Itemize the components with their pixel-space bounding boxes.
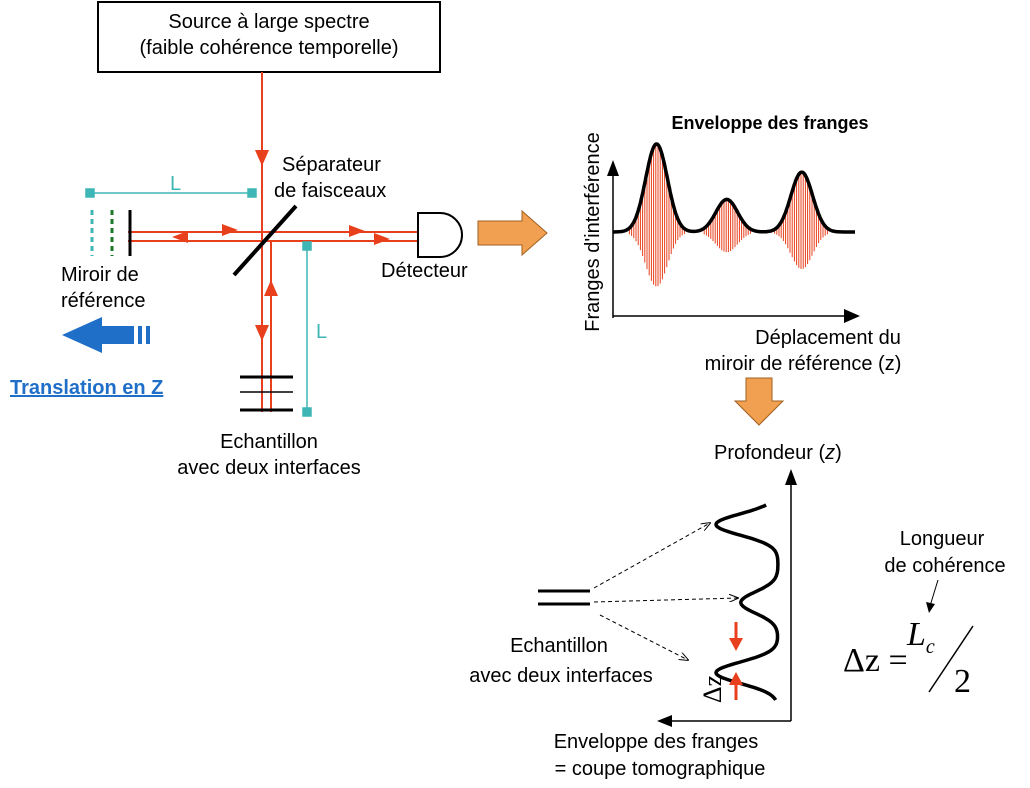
orange-arrow-down: [733, 377, 785, 426]
delta-z-label: Δz: [698, 675, 727, 703]
dashed-pointer-arrows: [593, 523, 738, 660]
sample-top: [240, 375, 293, 412]
sample-bottom: [538, 589, 590, 606]
beam-splitter: [232, 204, 298, 277]
sample-top-label-line2: avec deux interfaces: [177, 457, 360, 479]
depth-envelope: [714, 503, 780, 701]
coherence-label-line1: Longueur: [900, 528, 985, 550]
translation-arrow: [62, 317, 150, 353]
fringe-envelope: [613, 142, 855, 234]
sample-top-label-line1: Echantillon: [220, 431, 318, 453]
fringes-plot-ylabel: Franges d'interférence: [582, 132, 604, 331]
depth-plot-ylabel: Profondeur (z): [714, 442, 842, 464]
fringes-plot-xlabel-line1: Déplacement du: [755, 327, 901, 349]
depth-plot: [657, 469, 797, 727]
orange-arrow-right: [477, 209, 548, 257]
depth-caption-line2: = coupe tomographique: [555, 758, 766, 780]
translation-label: Translation en Z: [10, 377, 163, 399]
coherence-formula: Δz = Lc 2: [843, 616, 974, 700]
source-label-line1: Source à large spectre: [168, 11, 369, 33]
reference-mirror: [90, 210, 132, 256]
splitter-label-line2: de faisceaux: [274, 180, 386, 202]
source-box: Source à large spectre (faible cohérence…: [97, 1, 441, 73]
formula-lhs: Δz =: [843, 642, 908, 679]
detector-label: Détecteur: [381, 260, 468, 282]
formula-fraction-slash: [928, 625, 974, 693]
detector: [417, 212, 463, 258]
delta-z-markers: [729, 622, 743, 700]
formula-denominator: 2: [954, 663, 971, 700]
mirror-label-line1: Miroir de: [61, 264, 139, 286]
fringes-plot-title: Enveloppe des franges: [671, 113, 868, 133]
path-length-label-right: L: [316, 321, 327, 343]
fringes-plot-xlabel-line2: miroir de référence (z): [705, 353, 902, 375]
beam-arrowheads: [172, 150, 390, 341]
splitter-label-line1: Séparateur: [282, 154, 381, 176]
sample-bottom-label-line2: avec deux interfaces: [469, 665, 652, 687]
fringes-plot: [607, 142, 860, 323]
source-label-line2: (faible cohérence temporelle): [139, 37, 398, 59]
mirror-label-line2: référence: [61, 290, 146, 312]
coherence-pointer-line: [929, 579, 939, 607]
formula-numerator: Lc: [906, 616, 935, 658]
coherence-label-line2: de cohérence: [884, 555, 1005, 577]
depth-caption-line1: Enveloppe des franges: [554, 731, 759, 753]
path-length-label-top: L: [170, 173, 181, 195]
fringe-lines: [628, 146, 828, 287]
coherence-pointer-head: [926, 602, 935, 613]
sample-bottom-label-line1: Echantillon: [510, 635, 608, 657]
path-length-markers: [85, 188, 312, 417]
